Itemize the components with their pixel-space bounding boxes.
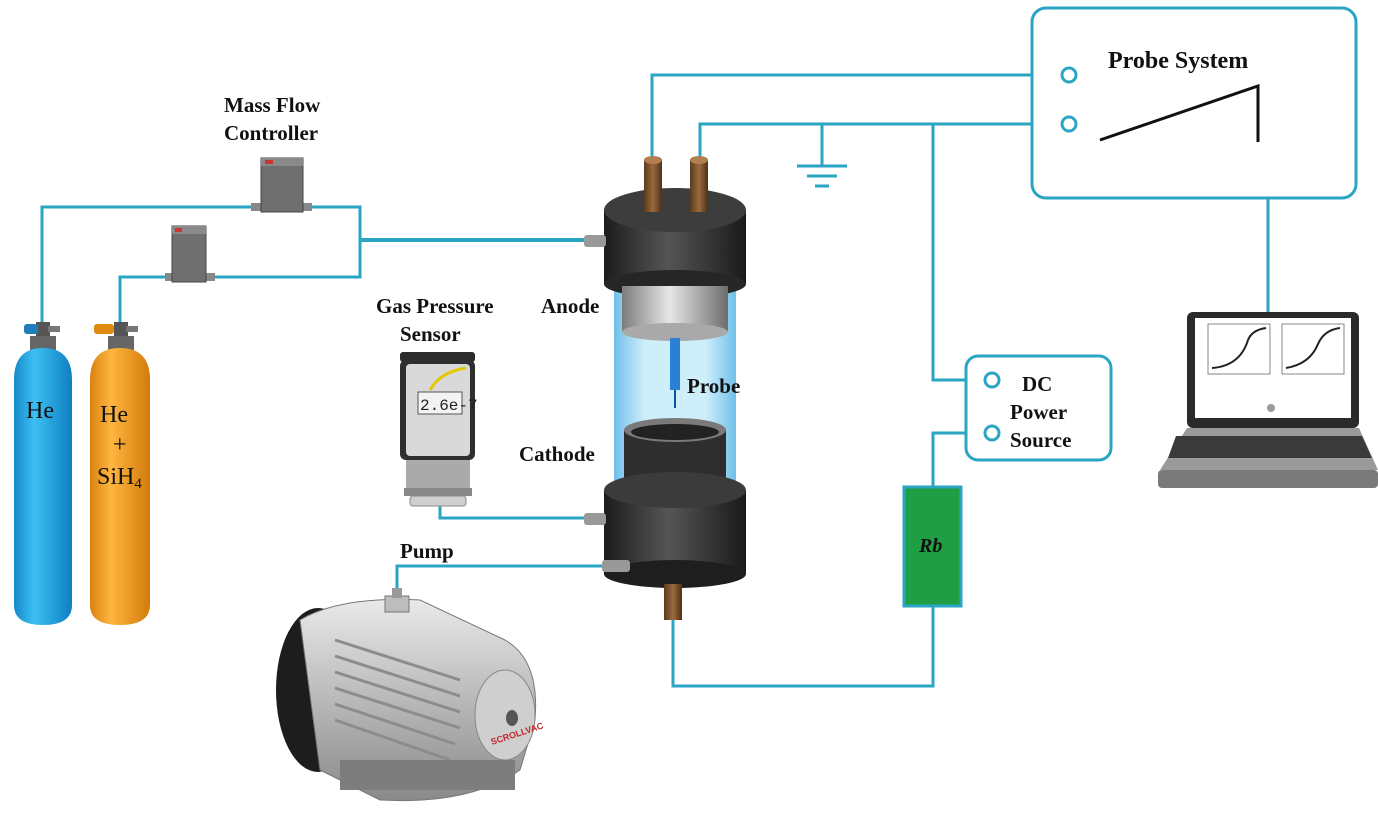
resistor-label: Rb (918, 535, 942, 557)
dc-top-wire (931, 124, 985, 382)
gas-line-he (40, 205, 260, 322)
gas-pressure-sensor: 2.6e-7 (400, 352, 478, 507)
dc-label-line1: DC (1022, 372, 1052, 396)
probe-system-box (1030, 6, 1358, 200)
laptop (1158, 312, 1378, 488)
mfc-label-line2: Controller (224, 121, 318, 145)
probe-rod (670, 338, 680, 390)
pressure-sensor-label-line1: Gas Pressure (376, 294, 494, 318)
vacuum-pump: SCROLLVAC (276, 588, 545, 802)
sweep-waveform (1099, 83, 1260, 142)
mass-flow-controller-1 (251, 157, 312, 213)
cylinder-mix: He + SiH4 (90, 322, 150, 625)
pump-line (395, 564, 605, 605)
cylinder-mix-label-3: SiH4 (97, 464, 142, 492)
pump-label: Pump (400, 539, 454, 563)
sensor-line (438, 505, 590, 520)
laptop-logo-icon (1267, 404, 1275, 412)
cylinder-mix-label-1: He (100, 402, 128, 428)
probe-system-terminal-1 (1060, 66, 1078, 84)
gas-line-mfc-2-out (205, 240, 362, 279)
cylinder-he: He (14, 322, 72, 625)
mass-flow-controller-2 (165, 225, 215, 283)
gas-line-mfc-1-out (302, 205, 362, 240)
probe-label: Probe (687, 374, 740, 398)
mfc-label-line1: Mass Flow (224, 93, 321, 117)
dc-label-line3: Source (1010, 428, 1071, 452)
gas-line-mix (118, 275, 175, 322)
pressure-sensor-label-line2: Sensor (400, 322, 461, 346)
cathode-label: Cathode (519, 442, 595, 466)
cylinder-he-label: He (26, 398, 54, 424)
ground-icon (797, 164, 847, 188)
probe-system-label: Probe System (1108, 48, 1248, 74)
dc-label-line2: Power (1010, 400, 1067, 424)
dc-terminal-positive (983, 371, 1001, 389)
cathode-return-wire (671, 606, 935, 688)
discharge-chamber (584, 156, 746, 620)
probe-system-terminal-2 (1060, 115, 1078, 133)
probe-wire (698, 122, 1062, 160)
anode-label: Anode (541, 294, 599, 318)
dc-terminal-negative (983, 424, 1001, 442)
gauge-reading: 2.6e-7 (420, 397, 478, 415)
cylinder-mix-label-2: + (113, 432, 127, 458)
ballast-resistor: Rb (902, 485, 963, 608)
dc-power-source-box (964, 354, 1113, 462)
anode-wire (650, 73, 1062, 160)
